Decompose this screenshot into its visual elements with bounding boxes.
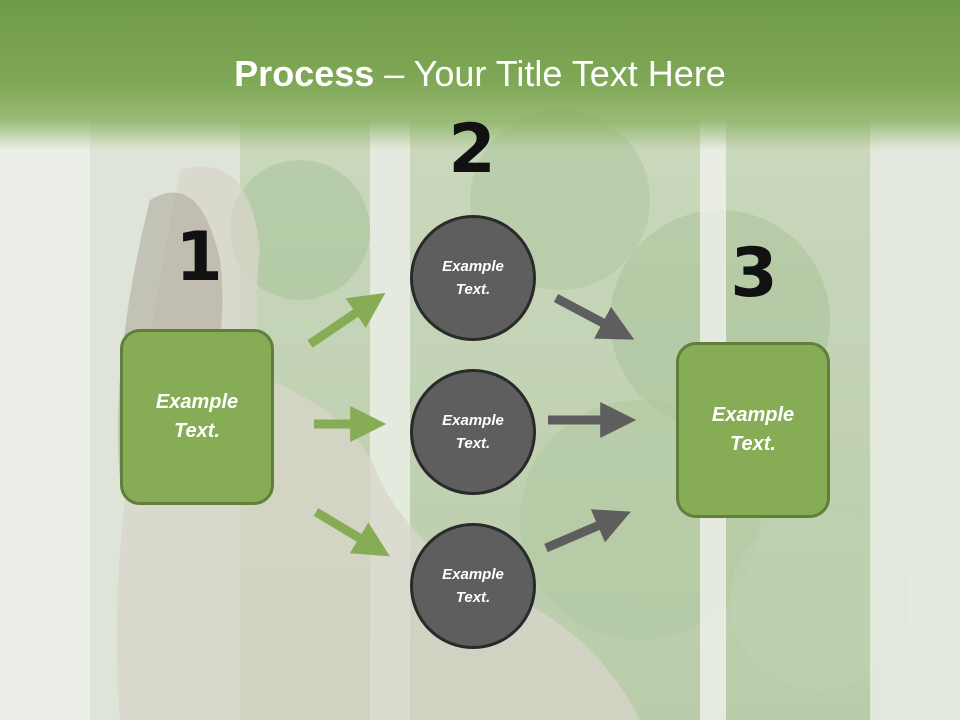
title-bar (0, 0, 960, 150)
right-process-box: Example Text. (676, 342, 830, 518)
slide-title: Process – Your Title Text Here (0, 52, 960, 96)
step-number-2: 2 (448, 110, 496, 189)
title-rest: – Your Title Text Here (374, 53, 726, 94)
process-circle-2: Example Text. (410, 369, 536, 495)
title-bold: Process (234, 53, 375, 94)
left-process-box: Example Text. (120, 329, 274, 505)
step-number-1: 1 (175, 218, 223, 297)
arrow-from-circle-3 (544, 509, 631, 553)
process-circle-1: Example Text. (410, 215, 536, 341)
arrow-to-circle-3 (313, 508, 390, 557)
arrow-from-circle-1 (553, 294, 635, 340)
step-number-3: 3 (730, 234, 778, 313)
process-circle-3: Example Text. (410, 523, 536, 649)
arrow-to-circle-1 (307, 292, 386, 348)
